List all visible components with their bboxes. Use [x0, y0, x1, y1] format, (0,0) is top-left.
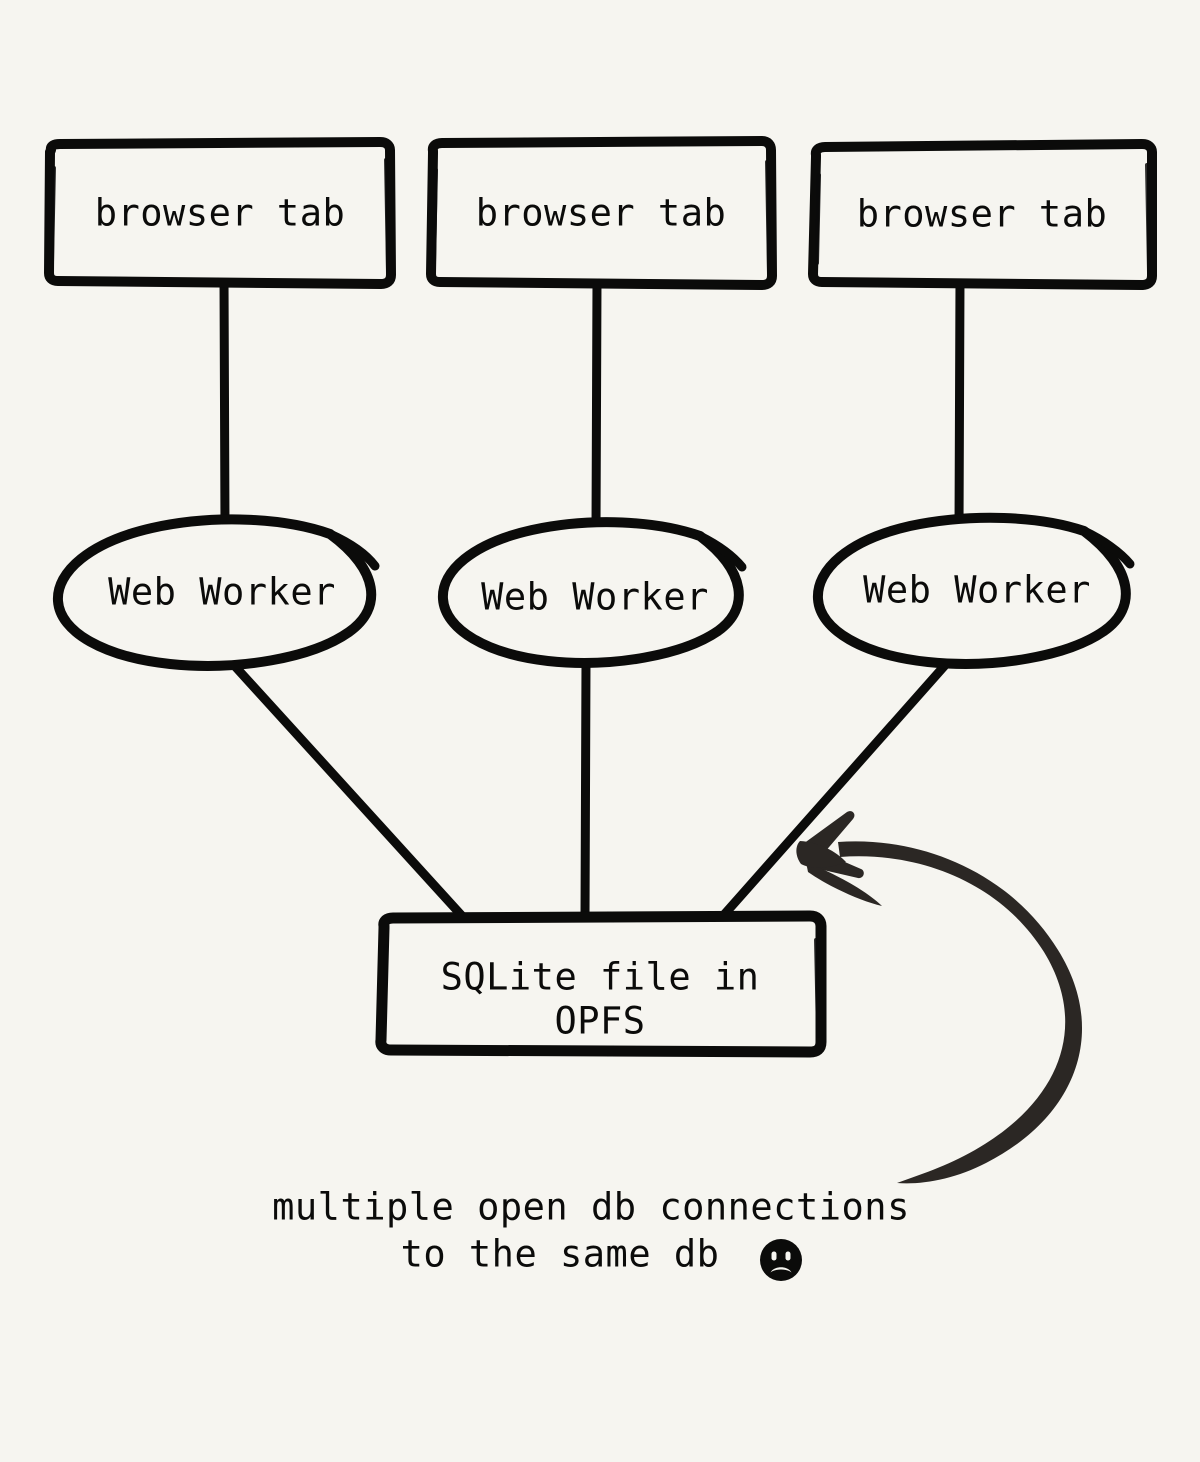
edge-worker2-sqlite [580, 657, 591, 922]
sqlite-opfs-outline [375, 910, 827, 1058]
web-worker-3-outline [812, 512, 1131, 669]
connector-group [219, 273, 965, 922]
browser-tab-1-label: browser tab [95, 192, 346, 235]
annotation-arrow-barb [806, 862, 882, 906]
edge-tab2-worker2 [591, 277, 602, 533]
sqlite-opfs-outline-jitter [382, 938, 820, 1038]
web-worker-2-label: Web Worker [481, 576, 709, 619]
browser-tab-3-outline-jitter [815, 163, 1151, 274]
browser-tab-1-outline [44, 137, 396, 289]
frowning-face-svg [760, 1239, 802, 1281]
edge-worker3-sqlite [717, 658, 952, 922]
sqlite-opfs-label-line1: SQLite file in [441, 956, 760, 999]
annotation-line-2: to the same db [401, 1233, 720, 1276]
web-worker-3[interactable]: Web Worker [812, 512, 1135, 669]
web-worker-3-label: Web Worker [863, 569, 1091, 612]
edge-tab3-worker3 [954, 275, 965, 533]
web-worker-3-outline-overlap [1079, 526, 1135, 569]
annotation-caption: multiple open db connections to the same… [272, 1186, 910, 1276]
browser-tab-1[interactable]: browser tab [44, 137, 396, 289]
web-worker-2[interactable]: Web Worker [437, 517, 747, 668]
browser-tab-3-outline [808, 139, 1157, 290]
browser-tab-3-label: browser tab [857, 193, 1108, 236]
browser-tab-3[interactable]: browser tab [808, 139, 1157, 290]
web-worker-1[interactable]: Web Worker [52, 514, 380, 671]
annotation-arrow [796, 811, 1083, 1184]
browser-tab-2-outline [426, 136, 777, 290]
web-worker-2-outline-overlap [695, 531, 747, 572]
annotation-arrow-tip-join [796, 841, 846, 868]
edge-worker1-sqlite [227, 658, 468, 922]
sqlite-opfs-label-line2: OPFS [554, 1000, 645, 1043]
browser-tab-2-label: browser tab [476, 192, 727, 235]
browser-tab-2[interactable]: browser tab [426, 136, 777, 290]
web-worker-2-outline [437, 517, 744, 668]
browser-tab-1-outline-jitter [50, 158, 390, 272]
web-worker-1-label: Web Worker [108, 571, 336, 614]
web-worker-1-outline [52, 514, 377, 671]
edge-tab1-worker1 [219, 273, 230, 533]
browser-tab-2-outline-jitter [432, 160, 771, 274]
frowning-face-icon [757, 1236, 805, 1284]
sqlite-opfs-box[interactable]: SQLite file in OPFS [375, 910, 827, 1058]
web-worker-1-outline-overlap [325, 529, 380, 571]
annotation-arrow-body [838, 841, 1083, 1184]
annotation-line-1: multiple open db connections [272, 1186, 910, 1229]
